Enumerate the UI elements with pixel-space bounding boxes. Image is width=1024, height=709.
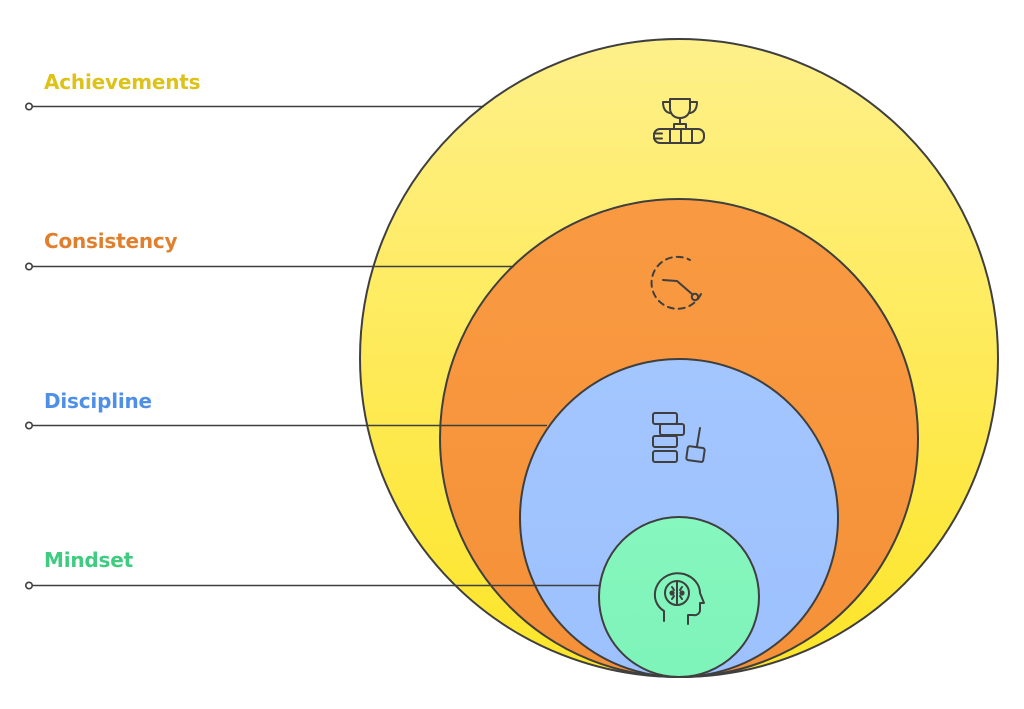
achievements-label: Achievements	[44, 70, 201, 94]
clock-cycle-icon	[650, 255, 702, 310]
trophy-on-books-icon	[653, 98, 705, 144]
mindset-leader-dot	[24, 581, 33, 590]
achievements-leader-dot	[24, 102, 33, 111]
consistency-label: Consistency	[44, 229, 178, 253]
discipline-leader-dot	[24, 421, 33, 430]
blocks-and-hammer-icon	[652, 412, 706, 463]
mindset-circle	[598, 516, 760, 678]
head-with-brain-icon	[653, 572, 705, 625]
discipline-label: Discipline	[44, 389, 152, 413]
consistency-leader-dot	[24, 262, 33, 271]
mindset-label: Mindset	[44, 548, 133, 572]
